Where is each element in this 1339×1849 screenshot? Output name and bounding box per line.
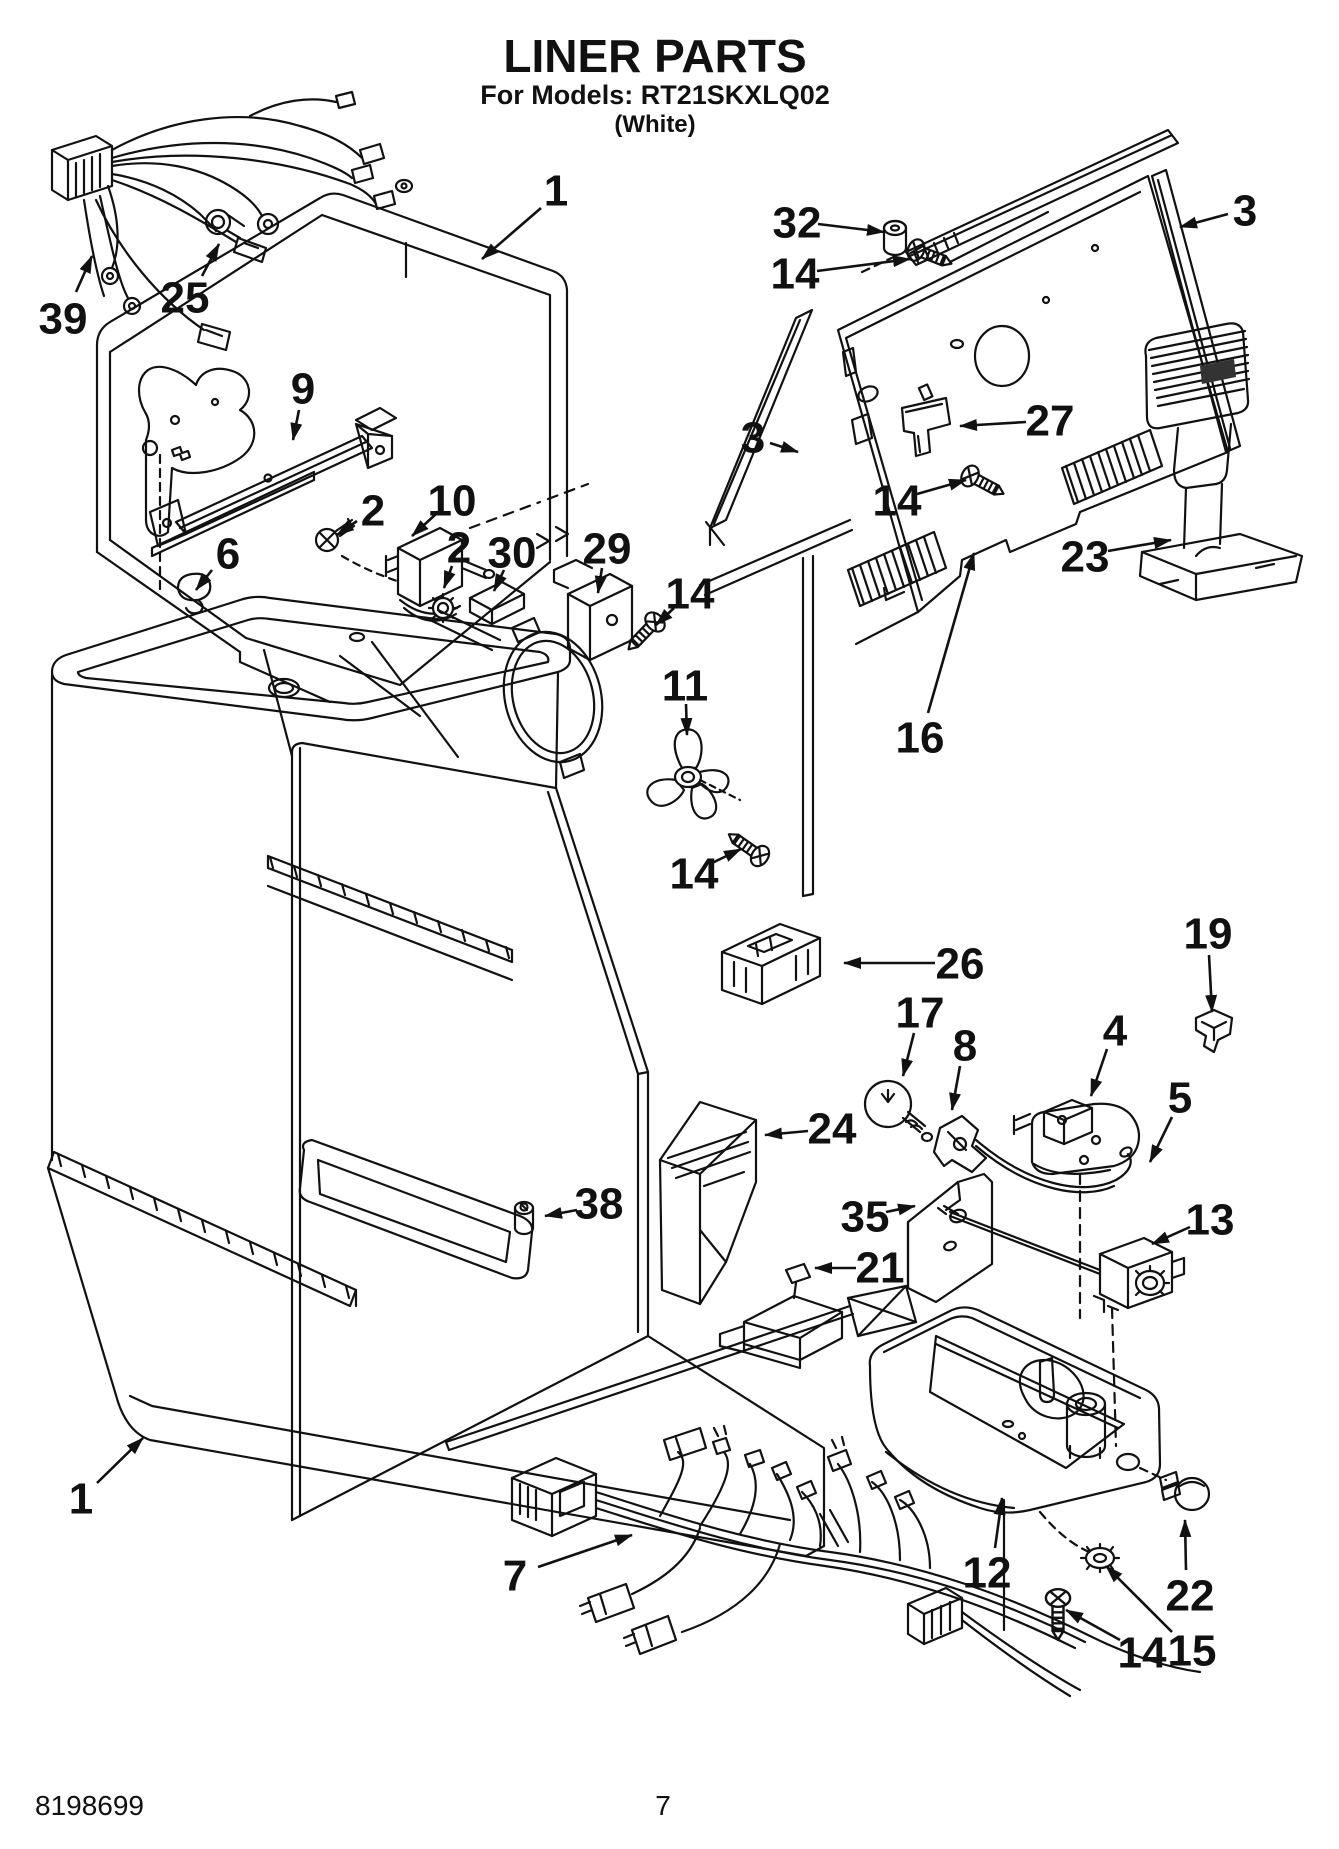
callout-label-10-6: 10	[428, 476, 477, 525]
callout-label-19-22: 19	[1184, 909, 1233, 958]
callout-label-24-27: 24	[808, 1104, 857, 1153]
callout-arrow-16-20	[926, 552, 976, 714]
callout-arrow-1-34	[96, 1437, 144, 1484]
callout-label-14-14: 14	[771, 249, 820, 298]
callout-label-38-31: 38	[575, 1179, 624, 1228]
callout-label-4-25: 4	[1103, 1006, 1128, 1055]
callout-label-2-5: 2	[361, 486, 385, 535]
callout-label-16-20: 16	[896, 713, 945, 762]
callout-arrow-13-29	[1151, 1225, 1191, 1246]
back-panel-drawing	[698, 128, 1242, 646]
callout-label-22-33: 22	[1166, 1571, 1215, 1620]
callout-label-8-24: 8	[953, 1021, 977, 1070]
callout-arrow-32-13	[817, 222, 885, 236]
console-12-drawing	[868, 1306, 1211, 1632]
callout-label-32-13: 32	[773, 198, 822, 247]
bottom-harness-drawing	[510, 1424, 1202, 1698]
callout-label-26-21: 26	[936, 939, 985, 988]
color-subtitle: (White)	[614, 111, 695, 138]
callout-label-1-34: 1	[69, 1474, 93, 1523]
page-number: 7	[655, 1790, 671, 1821]
callout-arrow-29-9	[594, 567, 607, 594]
callout-label-14-12: 14	[670, 849, 719, 898]
shelf-support-24-drawing	[658, 1100, 758, 1306]
callout-label-30-8: 30	[488, 528, 537, 577]
callout-arrow-14-36	[1065, 1608, 1121, 1642]
callout-arrow-10-6	[411, 513, 437, 537]
callout-label-1-0: 1	[544, 166, 568, 215]
callout-label-11-11: 11	[662, 661, 709, 710]
damper-tower-drawing	[1138, 322, 1304, 602]
callout-label-39-1: 39	[39, 294, 88, 343]
callout-arrow-17-23	[901, 1032, 916, 1077]
cabinet-liner-drawing	[46, 595, 826, 1558]
end-cap-21-drawing	[444, 1262, 918, 1452]
callout-arrow-9-3	[290, 409, 303, 441]
switch-26-drawing	[720, 922, 822, 1006]
top-harness-drawing	[50, 90, 414, 352]
callout-arrow-1-0	[481, 207, 542, 260]
callout-arrow-22-33	[1179, 1519, 1192, 1571]
callout-label-29-9: 29	[583, 524, 632, 573]
callout-label-7-35: 7	[503, 1551, 527, 1600]
callout-arrow-6-4	[194, 569, 214, 591]
callout-label-35-28: 35	[841, 1192, 890, 1241]
fan-group-drawing	[428, 608, 742, 820]
callout-label-12-32: 12	[963, 1548, 1012, 1597]
callout-label-3-15: 3	[1233, 186, 1257, 235]
callout-arrow-23-19	[1107, 537, 1172, 553]
callout-arrow-8-24	[949, 1065, 962, 1111]
callout-label-21-30: 21	[856, 1243, 905, 1292]
callout-arrow-14-10	[655, 607, 675, 626]
callout-arrow-14-18	[916, 478, 967, 496]
callout-arrow-11-11	[680, 703, 693, 736]
callout-arrow-14-14	[816, 255, 911, 273]
callout-arrow-3-16	[769, 441, 799, 454]
freezer-liner-drawing	[95, 192, 815, 898]
callout-arrow-15-37	[1105, 1565, 1173, 1633]
callout-arrow-14-12	[711, 847, 742, 865]
callout-arrow-4-25	[1089, 1048, 1109, 1097]
callout-label-6-4: 6	[216, 529, 240, 578]
callout-label-5-26: 5	[1168, 1073, 1192, 1122]
callout-label-2-7: 2	[447, 523, 471, 572]
bulb-socket-drawing	[863, 1079, 988, 1174]
callout-label-13-29: 13	[1186, 1195, 1235, 1244]
callout-arrow-35-28	[885, 1203, 916, 1216]
callout-arrow-25-2	[200, 243, 221, 277]
timer-group-drawing	[974, 1008, 1234, 1320]
callout-label-14-18: 14	[873, 476, 922, 525]
callout-arrow-30-8	[492, 569, 507, 592]
models-subtitle: For Models: RT21SKXLQ02	[480, 80, 830, 110]
callout-arrow-24-27	[764, 1127, 809, 1140]
screw-14-instances	[619, 235, 1072, 1642]
callout-arrow-39-1	[74, 255, 94, 293]
thermostat-10-group-drawing	[176, 482, 634, 662]
page-title: LINER PARTS	[503, 30, 806, 82]
lamp-shield-35-drawing	[906, 1172, 994, 1304]
callout-label-25-2: 25	[161, 273, 210, 322]
callout-arrow-2-7	[442, 565, 456, 589]
callout-arrow-7-35	[537, 1533, 633, 1569]
callout-label-27-17: 27	[1026, 396, 1075, 445]
bracket-9-drawing	[148, 406, 398, 558]
callout-label-17-23: 17	[896, 988, 945, 1037]
callout-arrow-3-15	[1179, 212, 1229, 229]
callout-label-23-19: 23	[1061, 532, 1110, 581]
callout-label-3-16: 3	[741, 413, 765, 462]
callout-arrow-19-22	[1205, 954, 1218, 1013]
document-number: 8198699	[35, 1790, 144, 1821]
callout-arrow-5-26	[1148, 1116, 1174, 1163]
callout-arrow-2-5	[336, 519, 358, 537]
cold-control-13-drawing	[936, 1204, 1186, 1448]
callout-label-14-10: 14	[666, 569, 715, 618]
callout-arrow-12-32	[993, 1497, 1006, 1549]
callout-label-15-37: 15	[1168, 1626, 1217, 1675]
callout-label-14-36: 14	[1118, 1628, 1167, 1677]
callout-arrow-27-17	[959, 418, 1027, 431]
callout-label-9-3: 9	[291, 364, 315, 413]
callout-arrow-38-31	[544, 1206, 578, 1219]
